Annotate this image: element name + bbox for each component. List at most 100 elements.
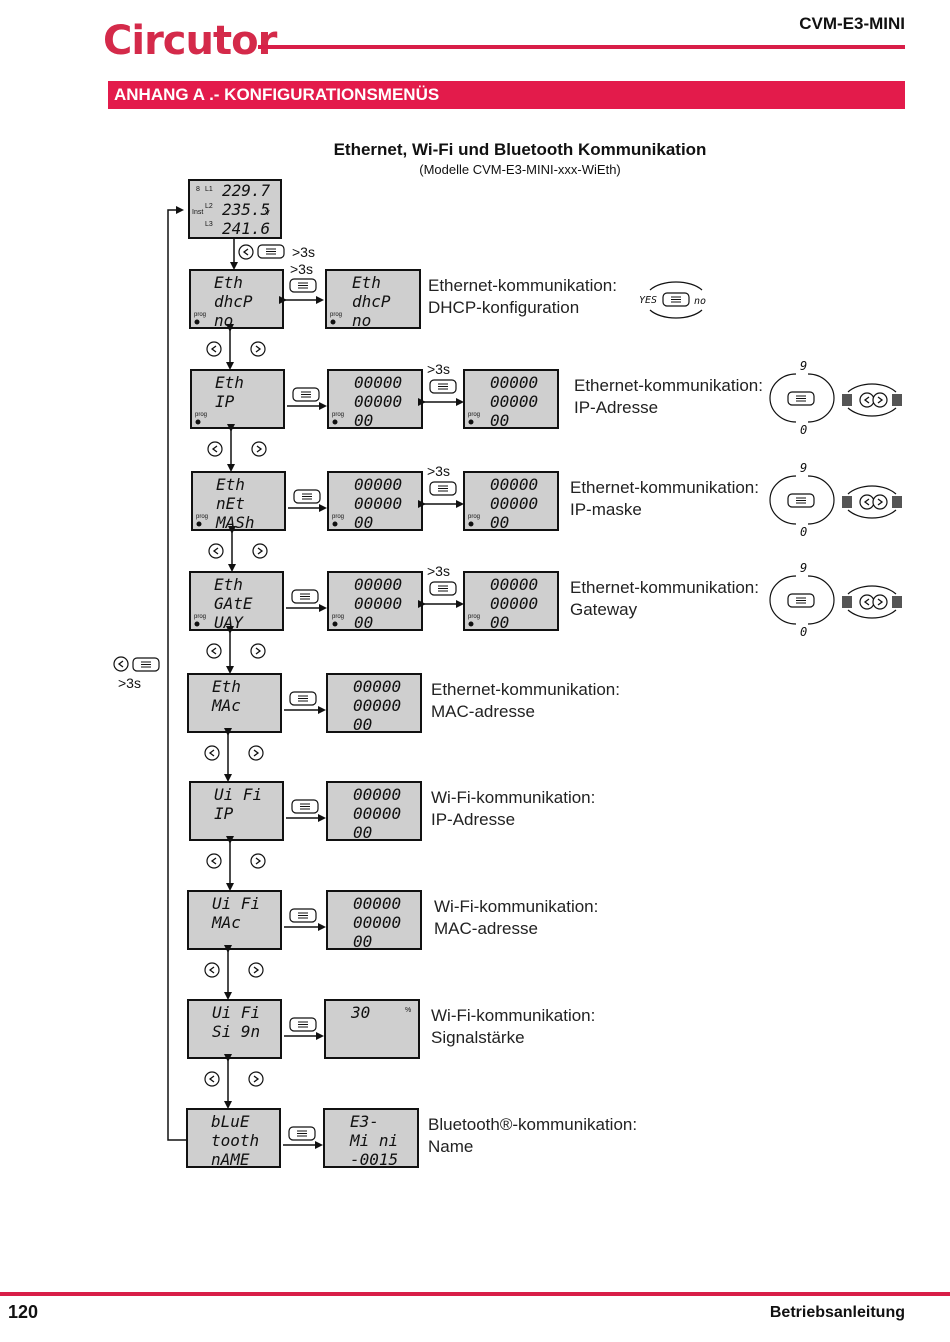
edit-display-line: 00000	[354, 475, 402, 494]
long-press-label: >3s	[290, 261, 313, 277]
edit-display	[326, 673, 422, 733]
edit-display-2	[463, 471, 559, 531]
prog-label: prog	[332, 614, 344, 620]
digit-cycle-arc-right	[807, 373, 835, 423]
digit-cycle-arc-right	[807, 475, 835, 525]
row-label: IP-Adresse	[431, 810, 515, 829]
prog-icon	[332, 521, 338, 527]
digit-cycle-top: 9	[800, 461, 807, 475]
edit-display-2-line: 00000	[490, 373, 538, 392]
circle	[872, 494, 888, 510]
left-key-icon	[859, 594, 875, 610]
prog-label: prog	[332, 514, 344, 520]
top-display	[188, 179, 282, 239]
left-key-icon-chevron	[208, 749, 215, 757]
diagram-subtitle: (Modelle CVM-E3-MINI-xxx-WiEth)	[419, 162, 621, 177]
row-label: MAC-adresse	[431, 702, 535, 721]
prog-icon	[332, 419, 338, 425]
left-key-icon-chevron	[242, 248, 249, 256]
edit-display-line: Mi ni	[349, 1131, 398, 1150]
top-display-tag: L2	[205, 203, 213, 210]
left-key-icon	[859, 494, 875, 510]
right-key-icon-chevron	[255, 857, 262, 865]
menu-display-line: dhcP	[214, 292, 253, 311]
edit-display-line: 30	[350, 1003, 370, 1022]
menu-display-line: no	[214, 311, 233, 330]
edit-display-line: 00000	[354, 594, 402, 613]
edit-display	[326, 781, 422, 841]
prog-label: prog	[194, 614, 206, 620]
row-label: Wi-Fi-kommunikation:	[431, 1006, 595, 1025]
edit-display-2-line: 00000	[490, 475, 538, 494]
menu-display	[187, 999, 282, 1059]
toggle-arc-bottom	[649, 309, 703, 319]
prog-label: prog	[194, 312, 206, 318]
edit-display-line: 00000	[354, 494, 402, 513]
left-key-icon-chevron	[863, 396, 870, 404]
prog-label: prog	[332, 412, 344, 418]
edit-display	[326, 890, 422, 950]
edit-display-line: Eth	[352, 273, 381, 292]
edit-display-line: 00	[353, 932, 372, 951]
left-key-icon	[859, 392, 875, 408]
left-key-icon	[204, 745, 220, 761]
left-key-icon-chevron	[863, 598, 870, 606]
right-key-icon	[250, 853, 266, 869]
digit-cycle-bottom: 0	[800, 423, 807, 437]
diagram-title: Ethernet, Wi-Fi und Bluetooth Kommunikat…	[333, 140, 707, 159]
header-rule	[258, 45, 905, 49]
menu-display-line: Ui Fi	[212, 894, 260, 913]
menu-display-line: IP	[214, 804, 234, 823]
digit-cycle-arc-right	[807, 575, 835, 625]
row-label: IP-maske	[570, 500, 642, 519]
edit-display-line: 00000	[353, 913, 401, 932]
digit-cycle-cursor-arc-bottom	[847, 407, 897, 417]
menu-display-line: MASh	[215, 513, 255, 532]
left-key-icon	[206, 853, 222, 869]
edit-display-line: -0015	[350, 1150, 398, 1169]
top-display-line: 241.6	[222, 219, 270, 238]
left-key-icon	[206, 341, 222, 357]
left-key-icon-chevron	[210, 345, 217, 353]
digit-cycle-arc-left	[769, 475, 797, 525]
menu-display-line: Eth	[216, 475, 245, 494]
left-key-icon-chevron	[117, 660, 124, 668]
section-title: ANHANG A .- KONFIGURATIONSMENÜS	[108, 81, 905, 109]
left-key-icon	[204, 962, 220, 978]
menu-display-line: Ui Fi	[212, 1003, 260, 1022]
right-key-icon-chevron	[253, 749, 260, 757]
top-display-unit: V	[265, 210, 270, 217]
return-loop-arrow	[167, 206, 186, 1141]
menu-display-line: Si 9n	[212, 1022, 260, 1041]
digit-cycle-digit-block-right	[892, 394, 902, 406]
menu-display-line: bLuE	[211, 1112, 250, 1131]
row-label: Name	[428, 1137, 473, 1156]
edit-display-line: 00	[353, 715, 372, 734]
edit-display-line: 00	[354, 513, 373, 532]
digit-cycle-cursor-arc-bottom	[847, 509, 897, 519]
toggle-arc-top	[649, 281, 703, 291]
edit-display-line: 00000	[354, 575, 402, 594]
menu-display	[189, 781, 284, 841]
digit-cycle-cursor-arc-top	[847, 485, 897, 495]
model-name: CVM-E3-MINI	[799, 14, 905, 33]
long-press-label: >3s	[427, 361, 450, 377]
left-key-icon-chevron	[212, 547, 219, 555]
menu-display-line: Eth	[215, 373, 244, 392]
menu-display-line: tooth	[211, 1131, 259, 1150]
prog-label: prog	[468, 614, 480, 620]
edit-display-line: E3-	[350, 1112, 379, 1131]
menu-display	[187, 673, 282, 733]
top-display-tag: L1	[205, 186, 213, 193]
row-label: Gateway	[570, 600, 638, 619]
edit-display-line: 00	[354, 411, 373, 430]
digit-cycle-bottom: 0	[800, 625, 807, 639]
edit-display-2-line: 00000	[490, 575, 538, 594]
prog-label: prog	[330, 312, 342, 318]
row-label: Ethernet-kommunikation:	[574, 376, 763, 395]
edit-display	[325, 269, 421, 329]
edit-display	[327, 471, 423, 531]
digit-cycle-top: 9	[800, 561, 807, 575]
menu-display-line: IP	[215, 392, 235, 411]
